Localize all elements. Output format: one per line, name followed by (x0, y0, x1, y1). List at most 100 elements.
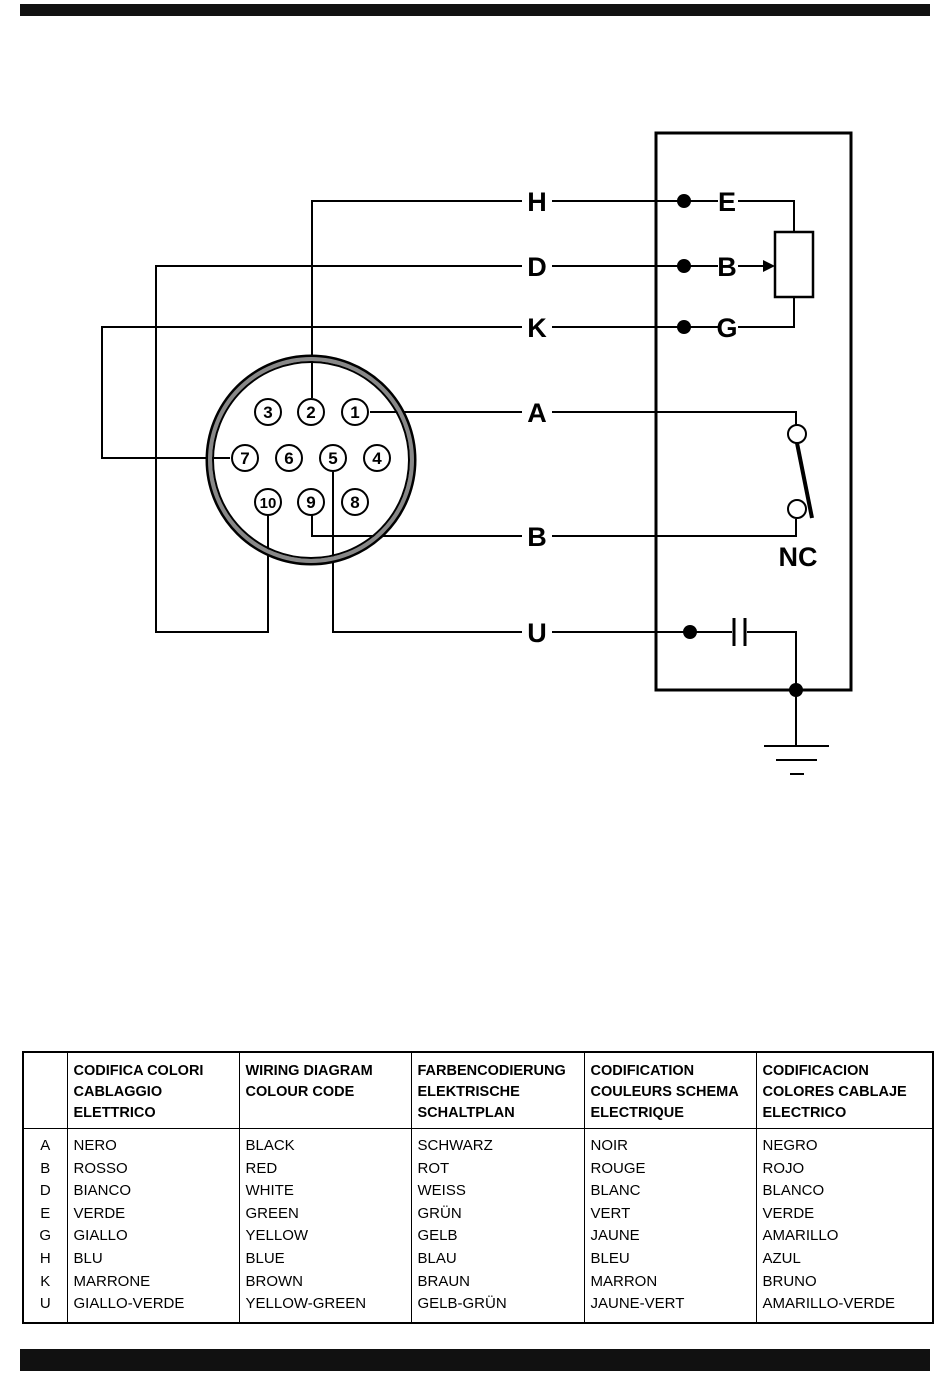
wire-b (311, 515, 522, 537)
header-french: CODIFICATION COULEURS SCHEMA ELECTRIQUE (583, 1052, 756, 1129)
english-cell: YELLOW (238, 1225, 411, 1248)
english-cell: BROWN (238, 1270, 411, 1294)
german-cell: SCHWARZ (410, 1128, 584, 1158)
italian-cell: BLU (66, 1247, 239, 1271)
table-row: E VERDE GREEN GRÜN VERT VERDE (23, 1202, 933, 1226)
german-cell: GRÜN (410, 1202, 584, 1226)
pin-9 (297, 488, 325, 516)
wire-label-b: B (527, 522, 547, 552)
colour-code-table: CODIFICA COLORI CABLAGGIO ELETTRICO WIRI… (22, 1051, 934, 1324)
wire-a-right (552, 411, 797, 425)
pin-label-2: 2 (306, 403, 315, 422)
table-row: D BIANCO WHITE WEISS BLANC BLANCO (23, 1180, 933, 1203)
french-cell: NOIR (583, 1128, 756, 1158)
pin-label-7: 7 (240, 449, 249, 468)
junction-ground (789, 683, 803, 697)
wiring-diagram: 3 2 1 7 6 5 4 10 9 8 H D K A B U E B G N… (101, 131, 853, 775)
wire-e-to-resistor (738, 200, 795, 232)
pin-7 (231, 444, 259, 472)
italian-cell: GIALLO-VERDE (66, 1293, 239, 1323)
english-cell: RED (238, 1157, 411, 1181)
terminal-label-g: G (716, 313, 737, 343)
connector-outer (205, 354, 417, 566)
junction-b (677, 259, 691, 273)
pin-label-9: 9 (306, 493, 315, 512)
code-cell: E (40, 1204, 51, 1222)
table-row: H BLU BLUE BLAU BLEU AZUL (23, 1247, 933, 1271)
german-cell: WEISS (410, 1180, 584, 1203)
pin-2 (297, 398, 325, 426)
german-cell: GELB (410, 1225, 584, 1248)
table-row: U GIALLO-VERDE YELLOW-GREEN GELB-GRÜN JA… (23, 1293, 933, 1323)
junction-g (677, 320, 691, 334)
italian-cell: ROSSO (66, 1157, 239, 1181)
code-cell: B (40, 1159, 51, 1177)
table-header-row: CODIFICA COLORI CABLAGGIO ELETTRICO WIRI… (23, 1052, 933, 1129)
french-cell: BLANC (583, 1180, 756, 1203)
wire-k (101, 326, 522, 459)
french-cell: VERT (583, 1202, 756, 1226)
top-rule (20, 4, 930, 16)
wire-label-h: H (527, 187, 547, 217)
header-german: FARBENCODIERUNG ELEKTRISCHE SCHALTPLAN (410, 1052, 584, 1129)
code-cell: U (39, 1295, 51, 1313)
header-italian: CODIFICA COLORI CABLAGGIO ELETTRICO (66, 1052, 239, 1129)
english-cell: YELLOW-GREEN (238, 1293, 411, 1323)
junction-u (683, 625, 697, 639)
wire-u-ground (747, 631, 797, 746)
terminal-label-b: B (717, 252, 737, 282)
spanish-cell: BLANCO (755, 1180, 933, 1203)
pin-label-3: 3 (263, 403, 272, 422)
switch-label-nc: NC (779, 542, 818, 572)
code-cell: A (40, 1137, 51, 1154)
english-cell: BLACK (238, 1128, 411, 1158)
pin-3 (254, 398, 282, 426)
switch-blade (795, 442, 814, 519)
wire-u (332, 472, 522, 633)
pin-label-10: 10 (260, 495, 277, 512)
wire-h (311, 200, 522, 398)
pin-4 (363, 444, 391, 472)
wire-b-right (552, 519, 797, 537)
table-row: G GIALLO YELLOW GELB JAUNE AMARILLO (23, 1225, 933, 1248)
pin-5 (319, 444, 347, 472)
english-cell: BLUE (238, 1247, 411, 1271)
terminal-label-e: E (718, 187, 736, 217)
pin-8 (341, 488, 369, 516)
arrow-head (763, 260, 775, 272)
spanish-cell: BRUNO (755, 1270, 933, 1294)
code-cell: K (40, 1272, 51, 1290)
code-cell: H (39, 1249, 51, 1267)
code-cell: G (39, 1227, 52, 1245)
table-row: K MARRONE BROWN BRAUN MARRON BRUNO (23, 1270, 933, 1294)
spanish-cell: NEGRO (755, 1128, 933, 1158)
pin-label-5: 5 (328, 449, 337, 468)
english-cell: WHITE (238, 1180, 411, 1203)
bottom-rule (20, 1349, 930, 1371)
junction-e (677, 194, 691, 208)
code-cell: D (39, 1182, 51, 1200)
wire-d (155, 265, 522, 633)
italian-cell: VERDE (66, 1202, 239, 1226)
spanish-cell: AMARILLO (755, 1225, 933, 1248)
german-cell: GELB-GRÜN (410, 1293, 584, 1323)
wire-label-a: A (527, 398, 547, 428)
italian-cell: GIALLO (66, 1225, 239, 1248)
table-row: A NERO BLACK SCHWARZ NOIR NEGRO (23, 1128, 933, 1158)
potentiometer (773, 230, 815, 299)
pin-10 (254, 488, 282, 516)
pin-label-1: 1 (350, 403, 359, 422)
spanish-cell: VERDE (755, 1202, 933, 1226)
french-cell: JAUNE (583, 1225, 756, 1248)
french-cell: ROUGE (583, 1157, 756, 1181)
connector-ring (208, 357, 414, 563)
french-cell: BLEU (583, 1247, 756, 1271)
header-spanish: CODIFICACION COLORES CABLAJE ELECTRICO (755, 1052, 933, 1129)
german-cell: BRAUN (410, 1270, 584, 1294)
wire-label-d: D (527, 252, 547, 282)
spanish-cell: ROJO (755, 1157, 933, 1181)
spanish-cell: AZUL (755, 1247, 933, 1271)
switch-contact-bottom (787, 499, 807, 519)
pin-1 (341, 398, 369, 426)
italian-cell: MARRONE (66, 1270, 239, 1294)
